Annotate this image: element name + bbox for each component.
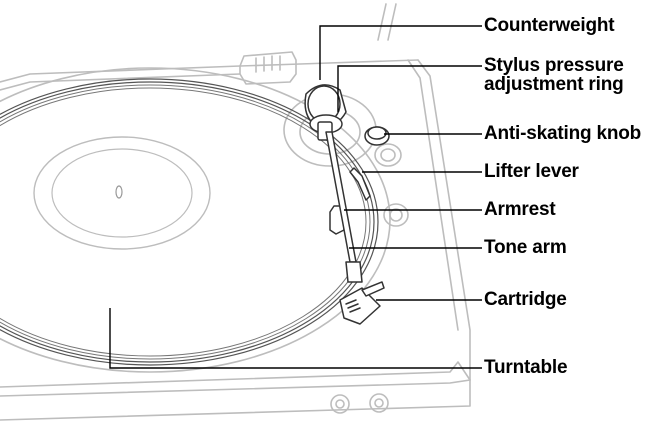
platter-outer-rim: [0, 67, 391, 373]
front-knob-outer: [369, 393, 389, 413]
side-knob-inner: [380, 148, 396, 162]
label-lifter-lever: Lifter lever: [484, 161, 579, 182]
front-knob-inner: [374, 398, 384, 408]
record-label-inner: [51, 148, 193, 238]
label-stylus-pressure-adjustment-ring: Stylus pressure adjustment ring: [484, 56, 624, 94]
cabinet-right-edge: [407, 59, 459, 331]
leader-turntable: [109, 308, 482, 369]
cabinet-right-edge: [417, 59, 471, 381]
record-groove: [0, 78, 379, 366]
tone-arm-collar: [345, 261, 363, 283]
cartridge-shape: [339, 287, 381, 325]
record-label-outer: [33, 136, 211, 250]
dust-cover-edge: [377, 3, 387, 41]
dust-cover-edge: [387, 3, 397, 41]
label-counterweight: Counterweight: [484, 15, 615, 36]
spindle: [115, 185, 123, 199]
tone-arm-tube: [325, 131, 357, 263]
record-groove: [0, 81, 375, 363]
record-groove: [0, 87, 367, 357]
cabinet-front-edge: [0, 379, 471, 397]
front-knob-outer: [330, 394, 350, 414]
label-cartridge: Cartridge: [484, 289, 567, 310]
front-knob-inner: [335, 399, 345, 409]
leader-counterweight: [319, 25, 482, 80]
headshell-finger: [361, 281, 385, 297]
label-stylus-pressure-line-1: Stylus pressure: [484, 55, 624, 76]
cabinet-front-edge: [0, 361, 471, 388]
label-stylus-pressure-line-2: adjustment ring: [484, 74, 624, 95]
cabinet-bottom-edge: [0, 379, 471, 421]
label-armrest: Armrest: [484, 199, 556, 220]
cabinet-back-edge: [0, 73, 241, 91]
label-turntable: Turntable: [484, 357, 568, 378]
side-knob-outer: [383, 203, 409, 227]
side-knob-inner: [389, 208, 403, 222]
label-anti-skating-knob: Anti-skating knob: [484, 123, 642, 144]
label-tone-arm: Tone arm: [484, 237, 567, 258]
cartridge-detail: [345, 299, 361, 313]
anti-skating-knob-top: [367, 126, 387, 140]
leader-stylus-pressure-ring: [337, 65, 482, 112]
lifter-lever-shape: [349, 167, 371, 201]
record-groove: [0, 84, 371, 360]
hinge-detail: [255, 55, 281, 73]
hinge-block: [239, 51, 297, 85]
side-knob-outer: [374, 143, 402, 167]
